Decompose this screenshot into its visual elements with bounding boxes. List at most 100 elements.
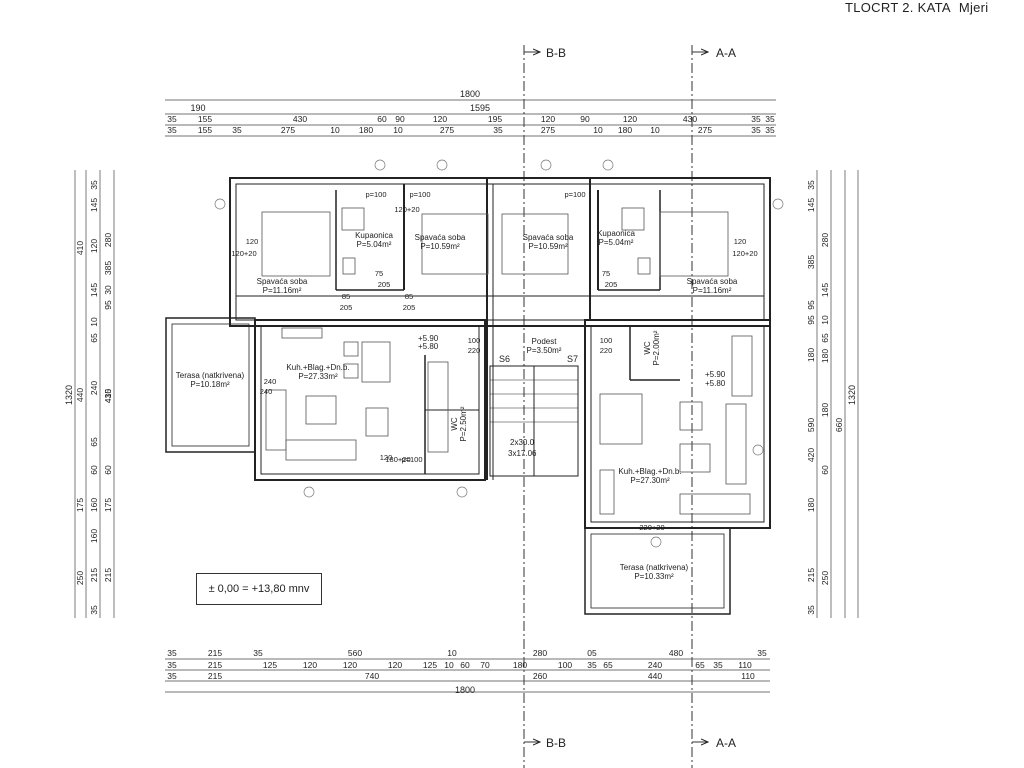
dim-top-r1: 190 — [190, 103, 205, 113]
room-area: P=5.04m² — [599, 238, 634, 247]
room-area: P=2.50m² — [459, 406, 468, 441]
room-area: P=27.30m² — [630, 476, 670, 485]
dim-right-c1: 420 — [806, 448, 816, 462]
dim-right-c1: 385 — [806, 255, 816, 269]
dim-top-r2: 430 — [293, 114, 307, 124]
opening-dim: p=100 — [564, 190, 585, 199]
dim-left-c2: 160 — [89, 529, 99, 543]
room-area: P=27.33m² — [298, 372, 338, 381]
label-s6: S6 — [499, 354, 510, 364]
room-area: P=3.50m² — [527, 346, 562, 355]
room-name: Spavaća soba — [687, 277, 738, 286]
dim-bottom-r2: 120 — [343, 660, 357, 670]
label-s7: S7 — [567, 354, 578, 364]
dim-right-c1: 145 — [806, 198, 816, 212]
dim-top-r2: 120 — [541, 114, 555, 124]
dim-top-r2: 35 — [167, 114, 177, 124]
opening-dim: 75 — [375, 269, 383, 278]
dim-bottom-r1: 10 — [447, 648, 457, 658]
dim-top-r2: 120 — [623, 114, 637, 124]
opening-dim: 85 — [342, 292, 350, 301]
opening-dim: 240 — [264, 377, 277, 386]
dim-left-c3: 60 — [103, 465, 113, 475]
section-aa-top: A-A — [716, 46, 736, 60]
room-name: WC — [450, 417, 459, 431]
opening-dim: 120 — [734, 237, 747, 246]
opening-dim: 205 — [403, 303, 416, 312]
dim-top-r3: 35 — [765, 125, 775, 135]
dim-bottom-r1: 35 — [757, 648, 767, 658]
opening-dim: 100 — [600, 336, 613, 345]
dim-top-r2: 60 — [377, 114, 387, 124]
room-area: P=10.59m² — [528, 242, 568, 251]
dim-left-c3: 385 — [103, 261, 113, 275]
dim-bottom-r1: 280 — [533, 648, 547, 658]
dim-right-c2: 65 — [820, 333, 830, 343]
dim-top-r2: 195 — [488, 114, 502, 124]
opening-dim: p=100 — [365, 190, 386, 199]
dim-left-c2: 65 — [89, 333, 99, 343]
dim-bottom-r2: 125 — [263, 660, 277, 670]
dim-right-c2: 60 — [820, 465, 830, 475]
dim-top-r3: 180 — [618, 125, 632, 135]
section-bb-top: B-B — [546, 46, 566, 60]
dim-top-r3: 10 — [393, 125, 403, 135]
dim-right-c1: 35 — [806, 605, 816, 615]
scale-label: Mjeri — [958, 0, 989, 15]
room-area: P=10.59m² — [420, 242, 460, 251]
dim-top-r2: 90 — [395, 114, 405, 124]
dim-right-c1: 95 — [806, 315, 816, 325]
room-area: P=10.18m² — [190, 380, 230, 389]
room-name: Kuh.+Blag.+Dn.b. — [618, 467, 681, 476]
dim-top-r3: 35 — [232, 125, 242, 135]
elevation-left-1: +5.90 — [418, 334, 439, 343]
elevation-right-1: +5.90 — [705, 370, 726, 379]
dim-left-c1: 410 — [75, 241, 85, 255]
dim-bottom-r1: 05 — [587, 648, 597, 658]
opening-dim: 75 — [602, 269, 610, 278]
dim-right-c1: 35 — [806, 180, 816, 190]
walls — [165, 177, 771, 615]
opening-dim: 120 — [246, 237, 259, 246]
dim-bottom-r3: 110 — [741, 671, 755, 681]
dimension-lines — [74, 99, 859, 693]
opening-dim: 220 — [600, 346, 613, 355]
dim-left-c3: 415 — [103, 389, 113, 403]
dim-bottom-r1: 215 — [208, 648, 222, 658]
dim-left-c1: 175 — [75, 498, 85, 512]
fixtures — [214, 159, 784, 548]
room-name: Kupaonica — [597, 229, 635, 238]
dim-right-c1: 590 — [806, 418, 816, 432]
opening-dim: 120 — [380, 453, 393, 462]
dim-left-c2: 215 — [89, 568, 99, 582]
dim-right-total: 1320 — [847, 385, 857, 405]
dim-left-c3: 280 — [103, 233, 113, 247]
dim-top-r3: 275 — [281, 125, 295, 135]
dim-bottom-r1: 35 — [167, 648, 177, 658]
dim-right-c2: 280 — [820, 233, 830, 247]
stair-label-2: 3x17.06 — [508, 449, 537, 458]
dim-bottom-total: 1800 — [455, 685, 475, 695]
dim-left-c2: 10 — [89, 317, 99, 327]
dim-top-r3: 155 — [198, 125, 212, 135]
dim-top-r3: 10 — [650, 125, 660, 135]
opening-dim: p=100 — [401, 455, 422, 464]
dim-right-c2: 180 — [820, 349, 830, 363]
furniture — [261, 207, 753, 515]
dim-left-c3: 175 — [103, 498, 113, 512]
room-area: P=11.16m² — [263, 286, 302, 295]
dim-bottom-r3: 35 — [167, 671, 177, 681]
dim-top-r3: 10 — [593, 125, 603, 135]
dim-bottom-r2: 100 — [558, 660, 572, 670]
opening-dim: 180+20 — [385, 455, 410, 464]
dim-bottom-r2: 35 — [713, 660, 723, 670]
room-name: Terasa (natkrivena) — [176, 371, 245, 380]
opening-dim: 100 — [468, 336, 481, 345]
opening-dim: p=100 — [409, 190, 430, 199]
dim-left-c2: 35 — [89, 605, 99, 615]
dim-left-c1: 250 — [75, 571, 85, 585]
dim-top-r3: 275 — [698, 125, 712, 135]
opening-dim: 205 — [605, 280, 618, 289]
